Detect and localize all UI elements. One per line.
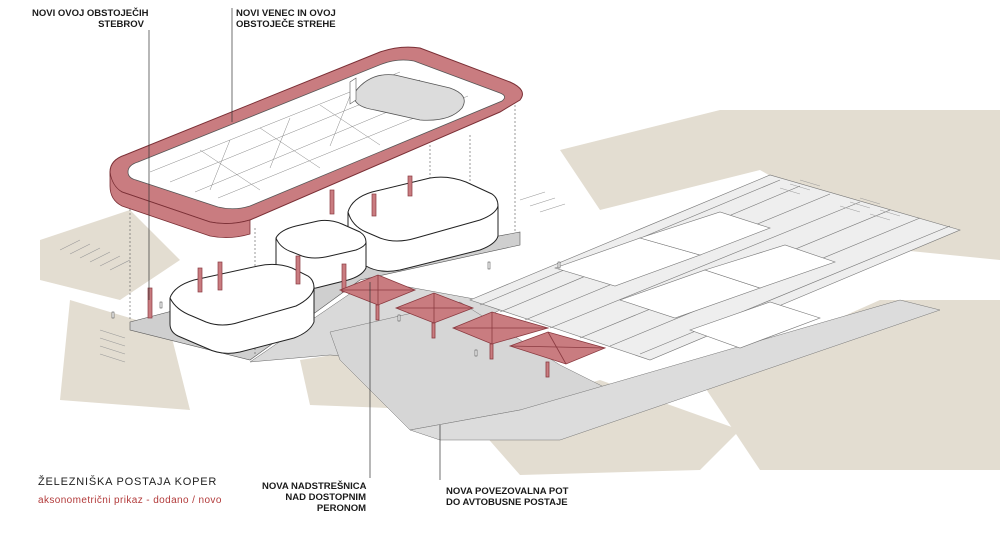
label-line: STEBROV: [98, 19, 144, 30]
platform-canopies: [338, 274, 607, 378]
parking-lines: [59, 191, 566, 363]
label-new-roof-edge: NOVI VENEC IN OVOJ OBSTOJEČE STREHE: [236, 8, 336, 30]
diagram-subtitle: aksonometrični prikaz - dodano / novo: [38, 495, 222, 506]
label-line: NOVI VENEC IN OVOJ: [236, 8, 336, 19]
label-line: PERONOM: [316, 503, 366, 514]
clad-columns: [147, 175, 413, 319]
label-line: NAD DOSTOPNIM: [285, 492, 366, 503]
label-new-column-cladding: NOVI OVOJ OBSTOJEČIH STEBROV: [32, 8, 149, 30]
label-line: OBSTOJEČE STREHE: [236, 19, 336, 30]
leader-lines: [148, 8, 441, 480]
diagram-title: ŽELEZNIŠKA POSTAJA KOPER: [38, 476, 218, 488]
label-line: DO AVTOBUSNE POSTAJE: [446, 497, 568, 508]
label-new-canopy: NOVA NADSTREŠNICA NAD DOSTOPNIM PERONOM: [262, 481, 367, 514]
label-line: NOVI OVOJ OBSTOJEČIH: [32, 8, 149, 19]
label-line: NOVA NADSTREŠNICA: [262, 481, 367, 492]
people-figures: [111, 261, 561, 357]
floating-roof: [109, 46, 523, 238]
label-new-connection-path: NOVA POVEZOVALNA POT DO AVTOBUSNE POSTAJ…: [446, 486, 568, 508]
railway-tracks: [469, 174, 961, 361]
label-line: NOVA POVEZOVALNA POT: [446, 486, 569, 497]
